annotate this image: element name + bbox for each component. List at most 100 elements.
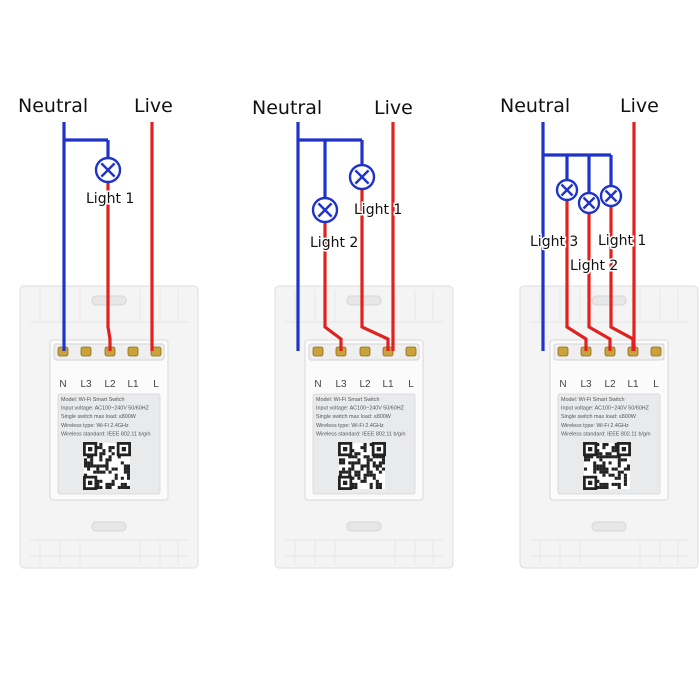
qr-module: [617, 485, 621, 489]
qr-module: [614, 449, 618, 453]
lamp-icon-cross: [582, 196, 596, 210]
qr-finder-center: [376, 446, 382, 452]
terminal-label-l2: L2: [359, 379, 371, 390]
qr-module: [369, 458, 373, 462]
spec-line: Input voltage: AC100~240V 50/60HZ: [561, 406, 650, 412]
qr-module: [366, 473, 370, 477]
qr-module: [102, 470, 106, 474]
qr-module: [348, 473, 352, 477]
qr-module: [617, 461, 621, 465]
terminal-label-l2: L2: [104, 379, 116, 390]
qr-module: [339, 461, 343, 465]
qr-module: [342, 467, 346, 471]
qr-module: [605, 455, 609, 459]
qr-module: [614, 455, 618, 459]
qr-module: [375, 485, 379, 489]
qr-module: [360, 446, 364, 450]
qr-module: [605, 482, 609, 486]
qr-module: [369, 470, 373, 474]
qr-finder-center: [587, 446, 593, 452]
qr-module: [345, 470, 349, 474]
qr-module: [611, 449, 615, 453]
qr-finder: [371, 442, 386, 457]
spec-line: Model: Wi-Fi Smart Switch: [61, 397, 125, 403]
lamp-icon: [94, 156, 122, 184]
qr-module: [360, 464, 364, 468]
qr-module: [105, 482, 109, 486]
lamp-icon-cross: [317, 202, 333, 218]
terminal-label-l: L: [153, 379, 159, 390]
qr-module: [369, 443, 373, 447]
qr-module: [596, 467, 600, 471]
spec-line: Single switch max load: ≤800W: [61, 414, 137, 420]
qr-module: [620, 458, 624, 462]
qr-module: [623, 479, 627, 483]
switched-live-wire: [565, 200, 588, 351]
qr-module: [593, 470, 597, 474]
qr-module: [372, 476, 376, 480]
qr-module: [372, 461, 376, 465]
qr-module: [605, 485, 609, 489]
switched-live-wire: [323, 222, 343, 351]
qr-module: [351, 476, 355, 480]
qr-module: [87, 464, 91, 468]
spec-line: Wireless type: Wi-Fi 2.4GHz: [561, 423, 629, 429]
light-label: Light 2: [310, 235, 358, 251]
qr-module: [90, 464, 94, 468]
neutral-label: Neutral: [500, 95, 570, 117]
qr-finder: [83, 475, 98, 490]
qr-module: [369, 482, 373, 486]
qr-module: [348, 467, 352, 471]
qr-module: [96, 482, 100, 486]
qr-module: [363, 443, 367, 447]
qr-module: [84, 464, 88, 468]
mounting-slot-bottom: [346, 521, 382, 532]
qr-module: [114, 476, 118, 480]
qr-finder: [338, 442, 353, 457]
qr-finder-center: [87, 480, 93, 486]
qr-module: [599, 464, 603, 468]
qr-module: [123, 467, 127, 471]
qr-module: [378, 455, 382, 459]
qr-code: [338, 442, 386, 490]
qr-module: [126, 485, 130, 489]
qr-module: [348, 461, 352, 465]
qr-module: [108, 458, 112, 462]
qr-module: [599, 482, 603, 486]
qr-module: [126, 467, 130, 471]
qr-module: [596, 449, 600, 453]
qr-module: [369, 485, 373, 489]
qr-module: [123, 464, 127, 468]
qr-module: [620, 470, 624, 474]
mounting-slot-top: [346, 295, 382, 306]
spec-line: Single switch max load: ≤800W: [561, 414, 637, 420]
terminal-screw: [650, 346, 662, 357]
qr-finder-center: [342, 446, 348, 452]
qr-module: [111, 452, 115, 456]
qr-module: [602, 467, 606, 471]
qr-module: [593, 464, 597, 468]
qr-module: [381, 461, 385, 465]
spec-line: Input voltage: AC100~240V 50/60HZ: [316, 406, 405, 412]
spec-line: Wireless type: Wi-Fi 2.4GHz: [61, 423, 129, 429]
qr-module: [84, 473, 88, 477]
qr-module: [354, 482, 358, 486]
qr-module: [120, 476, 124, 480]
lamp-icon: [555, 178, 579, 202]
qr-module: [599, 455, 603, 459]
qr-module: [366, 470, 370, 474]
qr-module: [623, 482, 627, 486]
qr-module: [596, 464, 600, 468]
qr-module: [611, 446, 615, 450]
qr-module: [351, 464, 355, 468]
terminal-label-n: N: [59, 379, 66, 390]
terminal-screw: [557, 346, 569, 357]
qr-module: [611, 455, 615, 459]
qr-module: [114, 467, 118, 471]
qr-module: [99, 479, 103, 483]
qr-module: [381, 467, 385, 471]
qr-module: [602, 485, 606, 489]
qr-module: [354, 473, 358, 477]
qr-module: [617, 473, 621, 477]
